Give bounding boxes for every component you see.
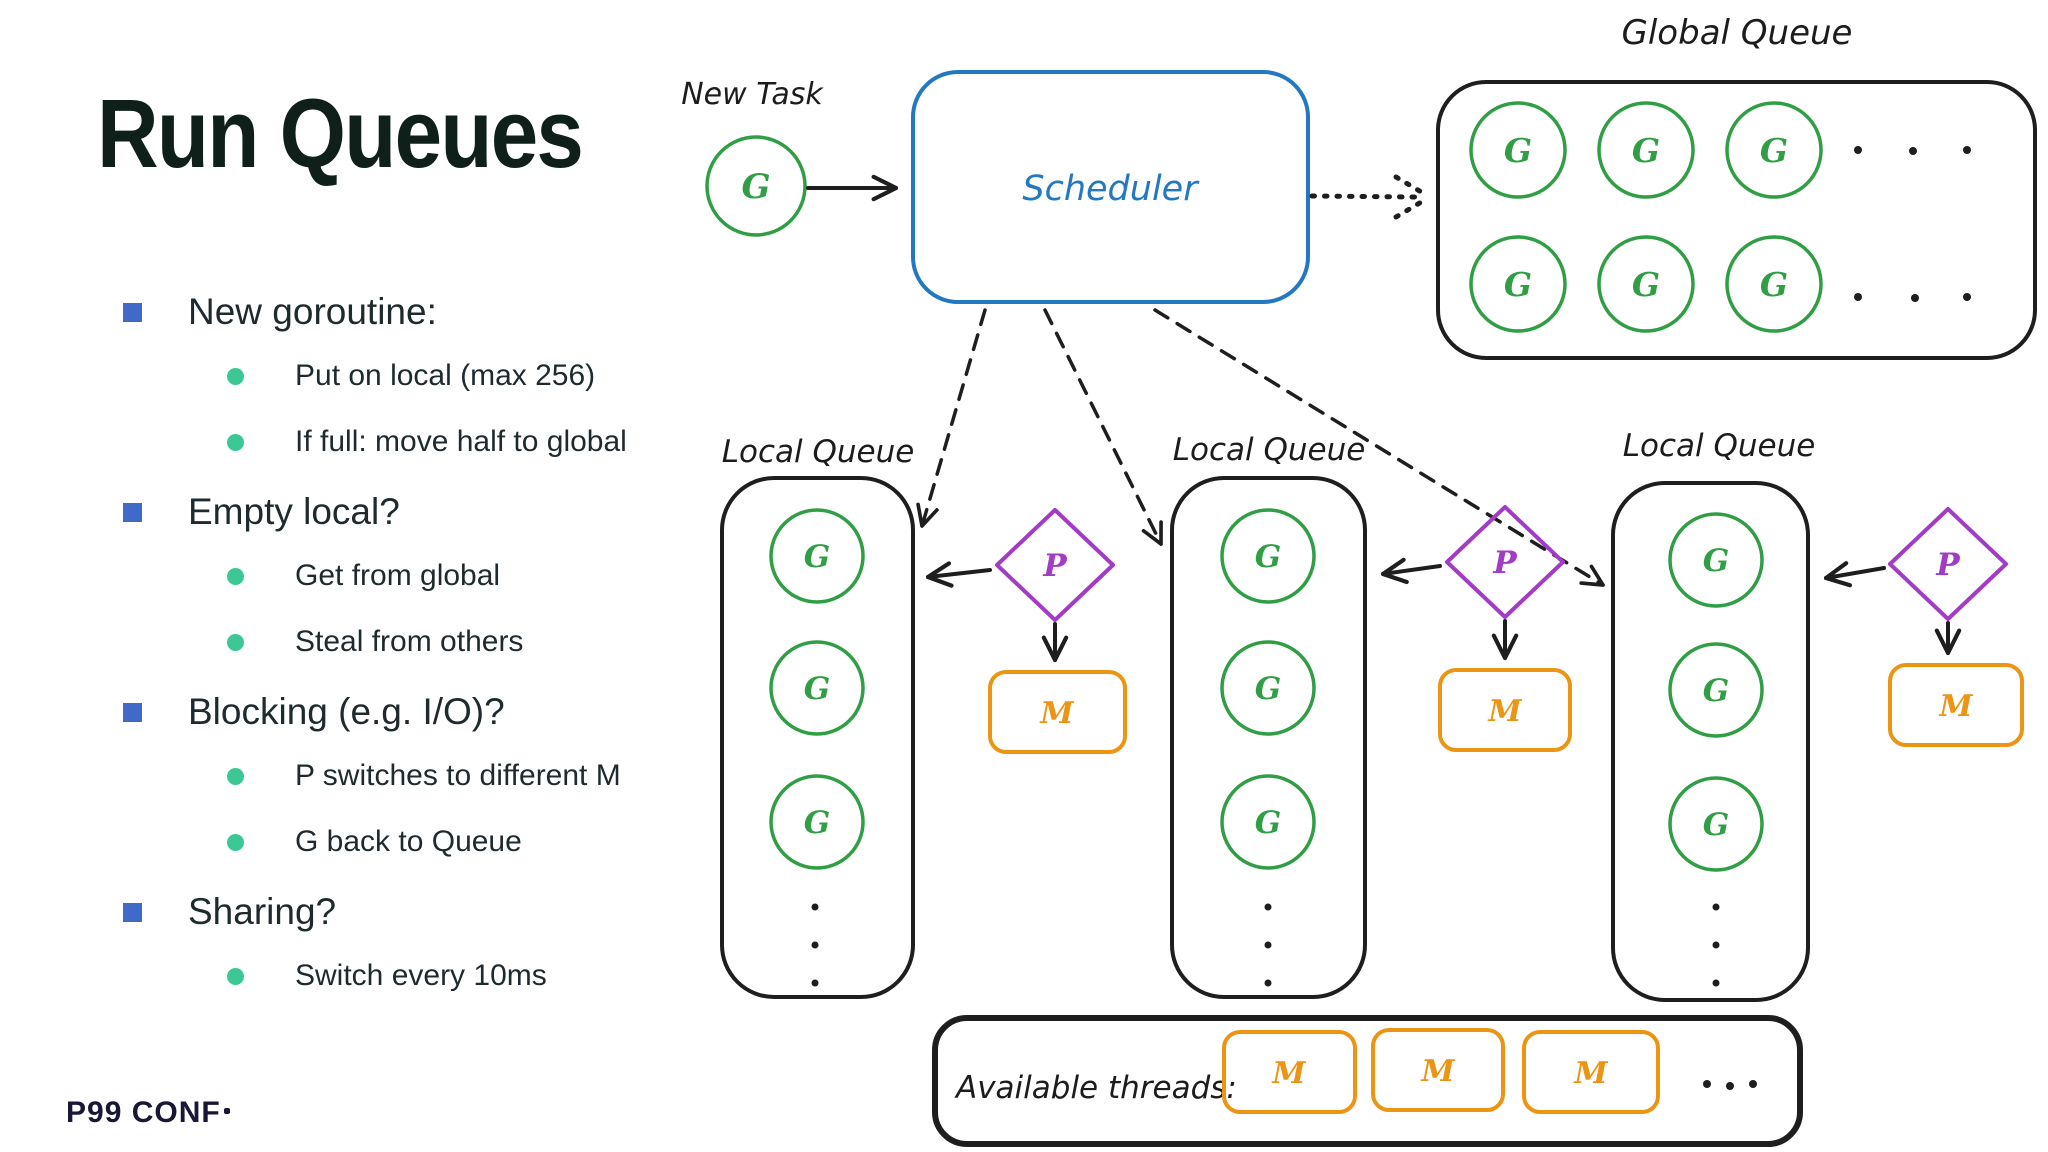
list-subitem: Steal from others [123,624,723,660]
local-queue-1-box [720,476,915,999]
square-bullet-icon [123,902,142,922]
machine-2-box [1438,668,1572,752]
list-item-label: Empty local? [188,491,400,532]
circle-bullet-icon [227,567,244,585]
goroutine-letter: G [1255,805,1281,841]
list-subitem: Switch every 10ms [123,958,723,994]
goroutine-letter: G [804,671,830,707]
list-subitem-label: Steal from others [295,625,524,658]
list-item: Blocking (e.g. I/O)? [123,690,723,734]
scheduler-to-local-queue-2-arrow [1043,308,1163,546]
goroutine-letter: G [1255,539,1281,575]
circle-bullet-icon [227,367,244,385]
list-item: New goroutine: [123,290,723,334]
circle-bullet-icon [227,633,244,651]
goroutine-letter: G [1632,131,1660,170]
global-queue-goroutines: G G G G G G [1469,101,1971,333]
local-queue-2-goroutines: G G G [1220,508,1316,987]
machine-letter: M [1938,689,1973,724]
goroutine-letter: G [1760,265,1788,304]
goroutine-letter: G [1504,131,1532,170]
goroutine-letter: G [1504,265,1532,304]
bullet-list: New goroutine: Put on local (max 256) If… [123,290,723,1024]
scheduler-to-local-queue-1-arrow [916,308,987,528]
p99-conf-logo: P99 CONF [66,1096,230,1130]
circle-bullet-icon [227,967,244,985]
p99-conf-logo-text: P99 CONF [66,1096,221,1129]
scheduler-label: Scheduler [1022,169,1200,209]
processor-2-diamond [1445,505,1565,619]
local-queue-2-box [1170,476,1367,999]
machine-letter: M [1420,1054,1455,1089]
processor-letter: P [1042,548,1068,584]
list-subitem-label: If full: move half to global [295,425,627,458]
list-item: Empty local? [123,490,723,534]
list-subitem-label: Switch every 10ms [295,959,547,992]
processor-1-to-queue-arrow [925,561,992,588]
processor-3-diamond [1888,507,2008,621]
list-item: Sharing? [123,890,723,934]
circle-bullet-icon [227,767,244,785]
processor-letter: P [1935,547,1961,583]
goroutine-letter: G [1703,673,1729,709]
list-subitem: Get from global [123,558,723,594]
list-item-label: New goroutine: [188,291,437,332]
machine-letter: M [1271,1056,1306,1091]
list-subitem-label: Put on local (max 256) [295,359,596,392]
goroutine-letter: G [804,539,830,575]
list-item-label: Sharing? [188,891,337,932]
new-task-label: New Task [681,77,824,112]
scheduler-to-global-dotted-arrow [1309,174,1431,220]
local-queue-3-goroutines: G G G [1668,512,1764,987]
logo-dot-icon [223,1108,230,1114]
list-subitem: If full: move half to global [123,424,723,460]
list-subitem: P switches to different M [123,758,723,794]
processor-3-to-queue-arrow [1823,561,1886,588]
processor-2-to-queue-arrow [1380,557,1442,585]
goroutine-letter: G [741,167,770,207]
available-threads-label: Available threads: [954,1070,1237,1106]
goroutine-letter: G [1703,543,1729,579]
local-queue-label: Local Queue [1173,432,1366,468]
local-queue-3-box [1611,481,1810,1002]
available-threads-machines: M M M [1222,1028,1757,1114]
machine-letter: M [1039,696,1074,731]
goroutine-letter: G [1255,671,1281,707]
goroutine-node [705,135,807,237]
machine-3-box [1888,663,2024,747]
page-title: Run Queues [97,79,584,188]
list-subitem-label: P switches to different M [295,759,621,792]
scheduler-to-local-queue-3-arrow [1153,308,1605,587]
square-bullet-icon [123,302,142,322]
available-threads-box [932,1015,1803,1147]
local-queue-label: Local Queue [722,434,915,470]
list-subitem-label: G back to Queue [295,825,522,858]
processor-letter: P [1492,545,1518,581]
square-bullet-icon [123,502,142,522]
processor-1-diamond [995,508,1115,622]
goroutine-letter: G [1632,265,1660,304]
list-subitem: Put on local (max 256) [123,358,723,394]
circle-bullet-icon [227,433,244,451]
circle-bullet-icon [227,833,244,851]
goroutine-letter: G [1760,131,1788,170]
machine-letter: M [1487,694,1522,729]
machine-1-box [988,670,1127,754]
list-subitem-label: Get from global [295,559,501,592]
machine-letter: M [1573,1056,1608,1091]
goroutine-letter: G [1703,807,1729,843]
scheduler-box [911,70,1310,304]
local-queue-label: Local Queue [1623,428,1816,464]
list-subitem: G back to Queue [123,824,723,860]
global-queue-label: Global Queue [1622,13,1853,53]
square-bullet-icon [123,702,142,722]
local-queue-1-goroutines: G G G [769,508,865,987]
global-queue-box [1436,80,2037,360]
list-item-label: Blocking (e.g. I/O)? [188,691,505,732]
goroutine-letter: G [804,805,830,841]
